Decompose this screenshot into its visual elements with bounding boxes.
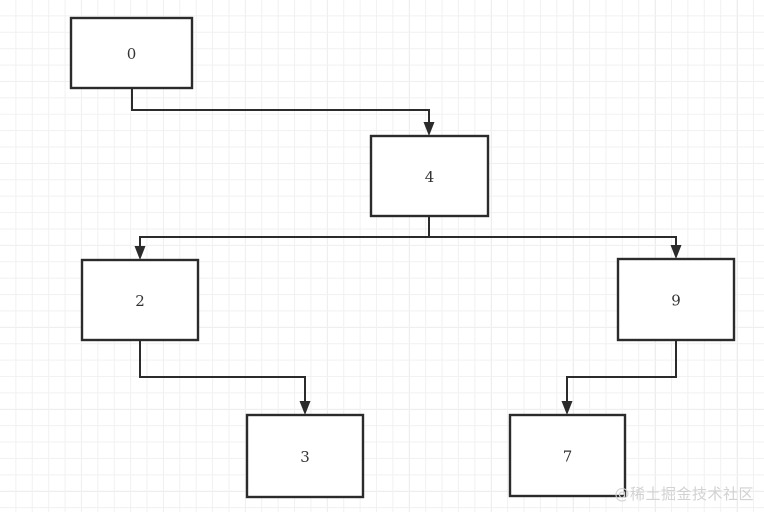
node-rect[interactable] xyxy=(508,413,627,498)
node-label: 9 xyxy=(671,292,681,310)
node-3[interactable]: 3 xyxy=(245,413,365,499)
edge-line xyxy=(566,340,677,407)
edge-line xyxy=(428,216,677,251)
edge-line xyxy=(139,216,430,252)
edge-n4-to-n2[interactable] xyxy=(134,216,430,260)
node-2[interactable]: 2 xyxy=(80,258,200,342)
node-7[interactable]: 7 xyxy=(508,413,627,498)
edge-n2-to-n3[interactable] xyxy=(139,340,311,415)
node-label: 4 xyxy=(425,168,435,186)
edge-line xyxy=(139,340,306,407)
nodes-layer: 0 4 2 9 3 7 xyxy=(69,16,736,499)
node-label: 2 xyxy=(135,292,145,310)
arrow-head-icon xyxy=(299,401,311,415)
node-9[interactable]: 9 xyxy=(616,257,736,342)
arrow-head-icon xyxy=(670,245,682,259)
watermark-text: @稀土掘金技术社区 xyxy=(614,485,754,503)
arrow-head-icon xyxy=(561,401,573,415)
edge-n0-to-n4[interactable] xyxy=(131,88,435,136)
node-4[interactable]: 4 xyxy=(369,134,490,218)
node-label: 7 xyxy=(563,448,573,466)
node-rect[interactable] xyxy=(616,257,736,342)
node-rect[interactable] xyxy=(69,16,194,90)
edges-layer xyxy=(131,88,682,415)
node-label: 0 xyxy=(127,45,137,63)
node-label: 3 xyxy=(300,448,310,466)
node-rect[interactable] xyxy=(369,134,490,218)
arrow-head-icon xyxy=(423,122,435,136)
edge-n9-to-n7[interactable] xyxy=(561,340,677,415)
node-0[interactable]: 0 xyxy=(69,16,194,90)
edge-line xyxy=(131,88,430,128)
arrow-head-icon xyxy=(134,246,146,260)
node-rect[interactable] xyxy=(245,413,365,499)
node-rect[interactable] xyxy=(80,258,200,342)
edge-n4-to-n9[interactable] xyxy=(428,216,682,259)
